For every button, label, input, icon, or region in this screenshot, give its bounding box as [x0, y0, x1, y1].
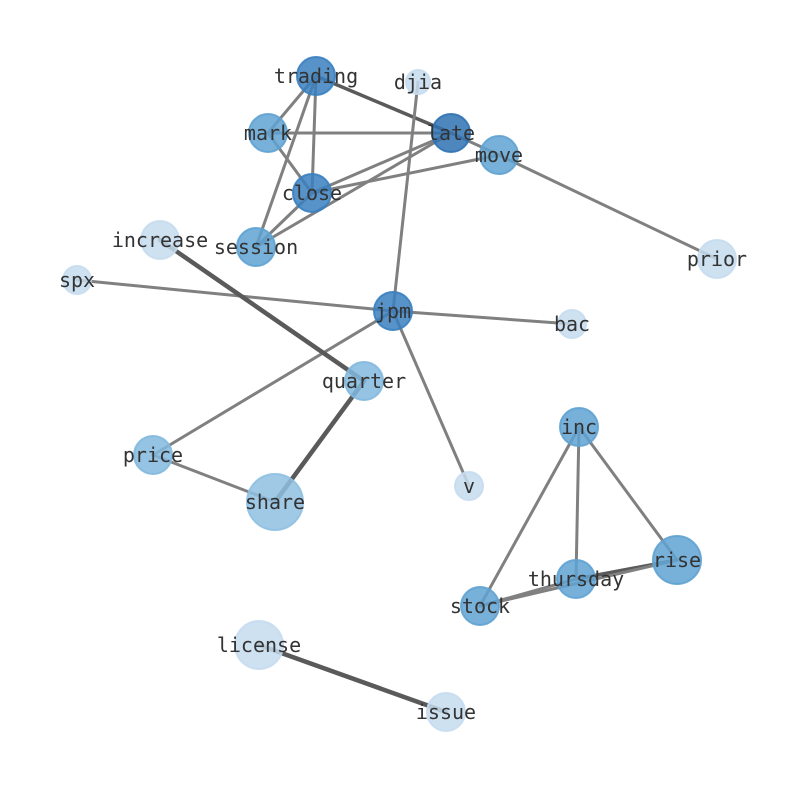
edge-inc-stock: [478, 425, 581, 608]
node-late: [431, 113, 471, 153]
edge-trading-late: [314, 74, 453, 135]
node-rise: [652, 535, 702, 585]
node-label-djia: djia: [394, 70, 442, 94]
node-trading: [296, 56, 336, 96]
node-bac: [557, 309, 587, 339]
edge-close-move: [310, 153, 501, 195]
node-license: [234, 620, 284, 670]
edge-inc-thursday: [574, 425, 581, 581]
edge-jpm-v: [391, 309, 471, 488]
node-price: [133, 435, 173, 475]
node-label-license: license: [217, 633, 301, 657]
edge-layer: [75, 74, 719, 715]
node-thursday: [556, 559, 596, 599]
node-issue: [426, 692, 466, 732]
edge-jpm-price: [151, 309, 395, 457]
node-label-quarter: quarter: [322, 369, 406, 393]
node-session: [236, 227, 276, 267]
node-layer: [62, 56, 737, 732]
edge-increase-quarter: [157, 237, 367, 384]
node-spx: [62, 265, 92, 295]
node-stock: [460, 586, 500, 626]
node-label-move: move: [475, 143, 523, 167]
node-label-late: late: [427, 121, 475, 145]
edge-spx-jpm: [75, 278, 395, 313]
node-jpm: [373, 291, 413, 331]
node-close: [292, 173, 332, 213]
edge-djia-jpm: [391, 80, 420, 313]
node-label-jpm: jpm: [375, 299, 411, 323]
node-label-session: session: [214, 235, 298, 259]
node-label-close: close: [282, 181, 342, 205]
node-share: [246, 473, 304, 531]
node-quarter: [344, 361, 384, 401]
edge-late-session: [254, 131, 453, 249]
node-label-trading: trading: [274, 64, 358, 88]
node-label-v: v: [463, 474, 475, 498]
edge-trading-session: [254, 74, 318, 249]
node-label-spx: spx: [59, 268, 95, 292]
node-djia: [405, 69, 431, 95]
node-increase: [140, 220, 180, 260]
node-label-share: share: [245, 490, 305, 514]
node-label-thursday: thursday: [528, 567, 624, 591]
node-move: [479, 135, 519, 175]
node-mark: [248, 113, 288, 153]
node-label-increase: increase: [112, 228, 208, 252]
node-inc: [559, 407, 599, 447]
node-label-bac: bac: [554, 312, 590, 336]
node-v: [454, 471, 484, 501]
node-label-inc: inc: [561, 415, 597, 439]
node-label-mark: mark: [244, 121, 292, 145]
node-label-stock: stock: [450, 594, 510, 618]
edge-license-issue: [256, 642, 449, 715]
node-label-prior: prior: [687, 247, 747, 271]
edge-move-prior: [497, 153, 719, 261]
edge-jpm-bac: [391, 309, 574, 326]
node-label-rise: rise: [653, 548, 701, 572]
node-label-price: price: [123, 443, 183, 467]
node-label-issue: issue: [416, 700, 476, 724]
edge-inc-rise: [577, 425, 679, 562]
edge-late-close: [310, 131, 453, 195]
node-prior: [697, 239, 737, 279]
